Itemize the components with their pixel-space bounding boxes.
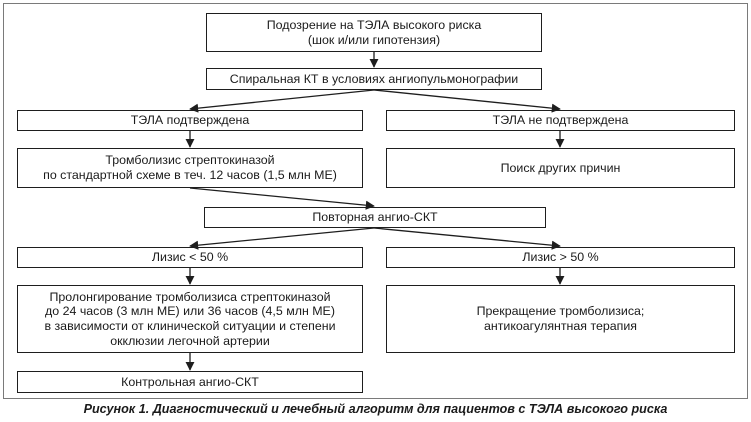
figure-caption: Рисунок 1. Диагностический и лечебный ал… — [83, 402, 668, 416]
suspicion-box: Подозрение на ТЭЛА высокого риска (шок и… — [206, 13, 542, 52]
pe-not-confirmed-box: ТЭЛА не подтверждена — [386, 110, 735, 131]
control-ct-label: Контрольная ангио-СКТ — [121, 374, 259, 389]
repeat-ct-label: Повторная ангио-СКТ — [312, 210, 438, 225]
prolonged-thrombolysis-box: Пролонгирование тромболизиса стрептокина… — [17, 285, 363, 353]
pe-confirmed-label: ТЭЛА подтверждена — [130, 113, 250, 128]
spiral-ct-box: Спиральная КТ в условиях ангиопульмоногр… — [206, 68, 542, 90]
thrombolysis-box: Тромболизис стрептокиназой по стандартно… — [17, 148, 363, 188]
other-causes-box: Поиск других причин — [386, 148, 735, 188]
diagram-frame — [3, 3, 748, 399]
lysis-over-50-box: Лизис > 50 % — [386, 247, 735, 268]
prolonged-thrombolysis-label: Пролонгирование тромболизиса стрептокина… — [44, 289, 336, 348]
lysis-over-50-label: Лизис > 50 % — [522, 250, 599, 265]
suspicion-label: Подозрение на ТЭЛА высокого риска (шок и… — [266, 17, 482, 47]
control-ct-box: Контрольная ангио-СКТ — [17, 371, 363, 393]
spiral-ct-label: Спиральная КТ в условиях ангиопульмоногр… — [229, 71, 519, 86]
lysis-under-50-label: Лизис < 50 % — [151, 250, 229, 265]
thrombolysis-label: Тромболизис стрептокиназой по стандартно… — [43, 153, 337, 182]
stop-thrombolysis-box: Прекращение тромболизиса; антикоагулянтн… — [386, 285, 735, 353]
pe-not-confirmed-label: ТЭЛА не подтверждена — [492, 113, 629, 128]
lysis-under-50-box: Лизис < 50 % — [17, 247, 363, 268]
pe-confirmed-box: ТЭЛА подтверждена — [17, 110, 363, 131]
stop-thrombolysis-label: Прекращение тромболизиса; антикоагулянтн… — [476, 304, 645, 333]
repeat-ct-box: Повторная ангио-СКТ — [204, 207, 546, 228]
other-causes-label: Поиск других причин — [500, 160, 621, 175]
